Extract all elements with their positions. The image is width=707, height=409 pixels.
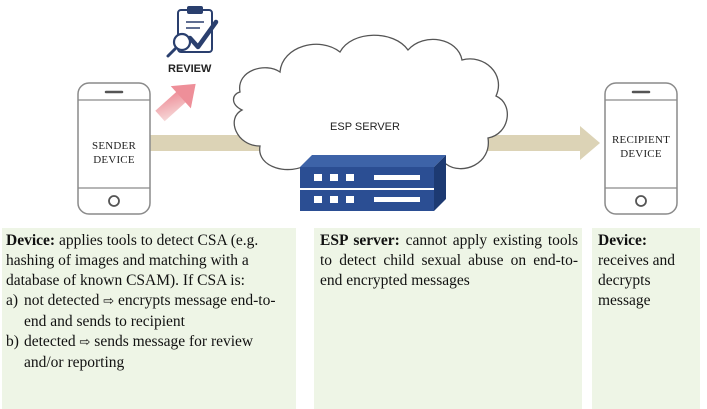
server-panel-body: cannot apply existing tools to detect ch… <box>320 232 578 289</box>
server-panel-text: ESP server: cannot apply existing tools … <box>320 231 578 291</box>
recipient-panel-body: receives and decrypts message <box>598 252 676 309</box>
recipient-device-label: RECIPIENT DEVICE <box>607 133 675 161</box>
cloud-icon <box>232 34 508 183</box>
recipient-panel-title: Device: <box>598 232 648 249</box>
list-marker: a) <box>6 292 19 309</box>
recipient-device-panel: Device: receives and decrypts message <box>592 228 700 409</box>
list-item: b) detected ⇨ sends message for review a… <box>6 332 292 373</box>
recipient-phone-icon <box>604 82 678 215</box>
sender-phone-icon <box>77 82 151 215</box>
flow-diagram <box>77 6 678 215</box>
list-item-text: not detected ⇨ encrypts message end-to-e… <box>24 292 276 330</box>
esp-server-panel: ESP server: cannot apply existing tools … <box>314 228 582 409</box>
list-marker: b) <box>6 333 19 350</box>
sender-panel-intro-text: applies tools to detect CSA (e.g. hashin… <box>6 232 259 289</box>
recipient-label-line1: RECIPIENT <box>611 134 671 146</box>
list-item-text: detected ⇨ sends message for review and/… <box>24 333 254 371</box>
sender-device-panel: Device: applies tools to detect CSA (e.g… <box>2 228 296 409</box>
sender-device-label: SENDER DEVICE <box>80 139 148 167</box>
review-clipboard-icon <box>166 6 219 58</box>
sender-panel-intro: Device: applies tools to detect CSA (e.g… <box>6 231 292 291</box>
recipient-label-line2: DEVICE <box>620 148 662 160</box>
recipient-panel-text: Device: receives and decrypts message <box>598 231 696 311</box>
list-item: a) not detected ⇨ encrypts message end-t… <box>6 291 292 332</box>
server-panel-title: ESP server: <box>320 232 400 249</box>
right-arrow-icon: ⇨ <box>103 294 115 309</box>
sender-panel-title: Device: <box>6 232 56 249</box>
right-arrow-icon: ⇨ <box>79 335 91 350</box>
sender-label-line1: SENDER <box>92 140 136 152</box>
esp-server-label: ESP SERVER <box>330 121 400 133</box>
review-label: REVIEW <box>168 63 212 75</box>
review-arrow <box>155 83 196 122</box>
server-icon <box>300 155 446 211</box>
sender-label-line2: DEVICE <box>93 154 135 166</box>
